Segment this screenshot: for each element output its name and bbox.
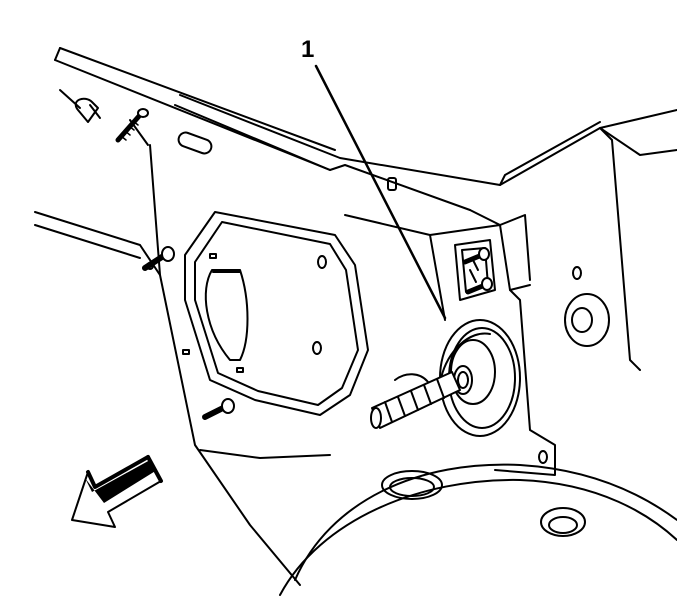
main-panel [34, 119, 331, 586]
bolt-top-left [59, 89, 101, 123]
panel-grommet [538, 266, 610, 464]
bolt-lower-left [202, 398, 235, 420]
bolt-mid-left [142, 246, 175, 271]
front-arrow-icon [71, 455, 163, 528]
panel-slots [177, 131, 397, 191]
access-cover [182, 211, 369, 416]
bolt-bracket [462, 247, 493, 295]
screw-top [115, 108, 149, 143]
mounting-frame [344, 127, 641, 476]
horn-assembly [439, 319, 521, 437]
callout-label-1: 1 [301, 36, 315, 63]
wheelhouse [279, 373, 677, 596]
upper-panel [54, 47, 677, 211]
corrugated-hose [370, 371, 461, 429]
callout-leader [314, 64, 447, 320]
